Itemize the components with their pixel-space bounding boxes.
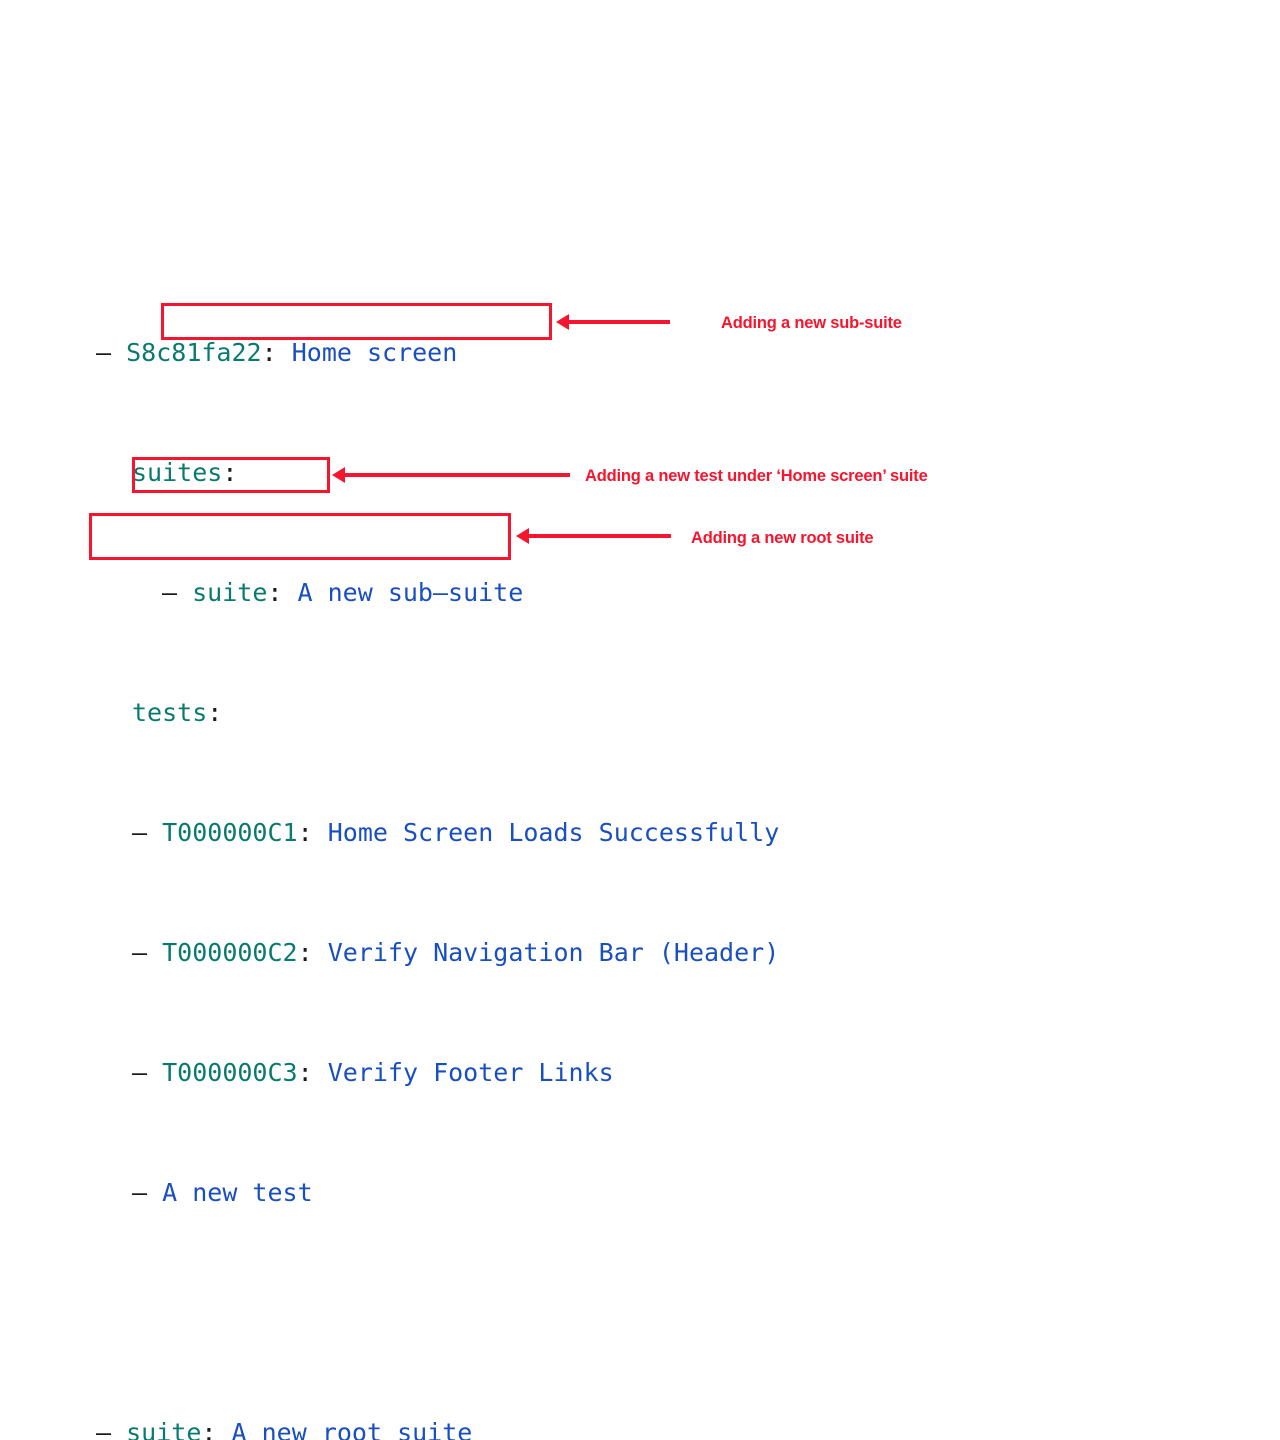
bullet-dash: – bbox=[132, 1178, 148, 1207]
test-name: Home Screen Loads Successfully bbox=[327, 818, 780, 847]
bullet-dash: – bbox=[96, 338, 112, 367]
bullet-dash: – bbox=[132, 938, 148, 967]
new-test-name: A new test bbox=[162, 1178, 313, 1207]
colon: : bbox=[201, 1418, 217, 1440]
tree-line-test: – T000000C3: Verify Footer Links bbox=[96, 1058, 779, 1088]
annotation-sub-suite: Adding a new sub-suite bbox=[721, 314, 902, 332]
colon: : bbox=[222, 458, 238, 487]
tests-key: tests bbox=[132, 698, 208, 727]
colon: : bbox=[261, 338, 277, 367]
tree-line-test: – T000000C1: Home Screen Loads Successfu… bbox=[96, 818, 779, 848]
test-name: Verify Footer Links bbox=[327, 1058, 614, 1087]
suite-name: Home screen bbox=[291, 338, 458, 367]
colon: : bbox=[297, 818, 313, 847]
bullet-dash: – bbox=[162, 578, 178, 607]
test-name: Verify Navigation Bar (Header) bbox=[327, 938, 780, 967]
annotation-new-test: Adding a new test under ‘Home screen’ su… bbox=[585, 467, 928, 485]
bullet-dash: – bbox=[132, 818, 148, 847]
new-root-suite-name: A new root suite bbox=[231, 1418, 473, 1440]
sub-suite-name: A new sub–suite bbox=[297, 578, 524, 607]
annotation-root-suite: Adding a new root suite bbox=[691, 529, 874, 547]
colon: : bbox=[297, 938, 313, 967]
tree-line-test: – T000000C2: Verify Navigation Bar (Head… bbox=[96, 938, 779, 968]
tree-line-suites-label: suites: bbox=[96, 458, 779, 488]
colon: : bbox=[267, 578, 283, 607]
suite-key: suite bbox=[126, 1418, 202, 1440]
colon: : bbox=[207, 698, 223, 727]
tree-line-tests-label: tests: bbox=[96, 698, 779, 728]
bullet-dash: – bbox=[132, 1058, 148, 1087]
tree-line-new-sub-suite: – suite: A new sub–suite bbox=[96, 578, 779, 608]
blank-line bbox=[96, 1298, 779, 1328]
test-id: T000000C2 bbox=[162, 938, 298, 967]
test-id: T000000C1 bbox=[162, 818, 298, 847]
colon: : bbox=[297, 1058, 313, 1087]
suites-key: suites bbox=[132, 458, 223, 487]
tree-line-new-root-suite: – suite: A new root suite bbox=[96, 1418, 779, 1440]
suite-key: suite bbox=[192, 578, 268, 607]
tree-line-new-test: – A new test bbox=[96, 1178, 779, 1208]
suite-id: S8c81fa22 bbox=[126, 338, 262, 367]
tree-line-root-suite: – S8c81fa22: Home screen bbox=[96, 338, 779, 368]
test-id: T000000C3 bbox=[162, 1058, 298, 1087]
yaml-tree: – S8c81fa22: Home screen suites: – suite… bbox=[96, 248, 779, 1440]
bullet-dash: – bbox=[96, 1418, 112, 1440]
